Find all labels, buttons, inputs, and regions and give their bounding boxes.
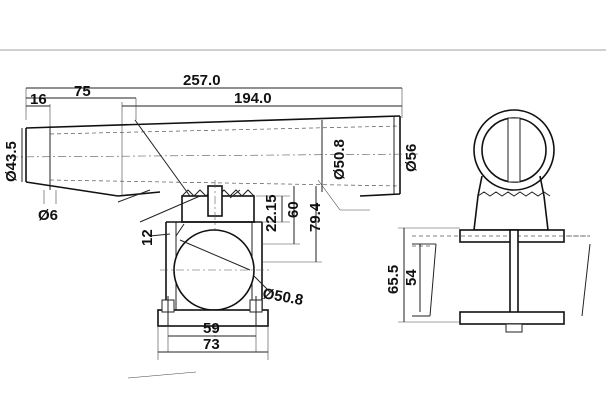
overall-length-dimension: 257.0 bbox=[25, 72, 403, 120]
clamp-diameter-label: Ø50.8 bbox=[261, 285, 304, 309]
bracket-height-dimension: 60 bbox=[262, 186, 302, 245]
clamp-diameter-leader bbox=[253, 275, 271, 293]
small-diameter-dimension: Ø43.5 bbox=[3, 128, 23, 182]
inner-diameter-label: Ø50.8 bbox=[331, 139, 348, 180]
clamp-height-label: 22.15 bbox=[263, 194, 280, 232]
inner-diameter-dimension: Ø50.8 bbox=[321, 120, 348, 192]
side-height-total-dimension: 65.5 bbox=[385, 227, 460, 323]
side-height-dimension: 54 bbox=[403, 243, 436, 312]
base-width-dimension: 73 bbox=[157, 326, 269, 360]
end-view-nut bbox=[505, 323, 523, 333]
base-width-label: 73 bbox=[203, 336, 220, 353]
tip-offset-dimension: 16 bbox=[26, 91, 51, 130]
bracket-height-label: 60 bbox=[285, 201, 302, 218]
tip-offset-label: 16 bbox=[30, 91, 47, 108]
outer-diameter-label: Ø56 bbox=[403, 144, 420, 172]
end-view-teeth bbox=[477, 191, 551, 197]
side-height-label: 54 bbox=[403, 269, 420, 286]
bolt-spacing-dimension: 59 bbox=[167, 320, 257, 352]
small-diameter-label: Ø43.5 bbox=[3, 141, 20, 182]
wall-label: 12 bbox=[139, 229, 156, 246]
head-length-label: 75 bbox=[74, 83, 91, 100]
clamp-base-plate bbox=[157, 309, 269, 327]
rod-holder-tube bbox=[9, 115, 421, 211]
side-height-total-label: 65.5 bbox=[385, 265, 402, 294]
bracket-assembly bbox=[139, 180, 270, 340]
total-height-dimension: 79.4 bbox=[262, 186, 324, 263]
total-height-label: 79.4 bbox=[307, 202, 324, 232]
end-view bbox=[412, 109, 591, 333]
end-view-slot bbox=[507, 117, 521, 183]
bolt-spacing-label: 59 bbox=[203, 320, 220, 337]
overall-length-label: 257.0 bbox=[183, 72, 221, 89]
end-view-outer-ring bbox=[473, 109, 555, 191]
hole-diameter-label: Ø6 bbox=[38, 207, 58, 224]
leader-line bbox=[317, 179, 341, 211]
end-view-lower-plate bbox=[459, 311, 565, 325]
tube-length-label: 194.0 bbox=[234, 90, 272, 107]
hole-diameter-dimension: Ø6 bbox=[38, 190, 58, 224]
outer-diameter-dimension: Ø56 bbox=[393, 116, 420, 194]
head-length-dimension: 75 bbox=[26, 83, 137, 120]
clamp-height-dimension: 22.15 bbox=[256, 194, 290, 232]
tube-length-dimension: 194.0 bbox=[121, 90, 402, 195]
leader-line bbox=[127, 371, 197, 379]
